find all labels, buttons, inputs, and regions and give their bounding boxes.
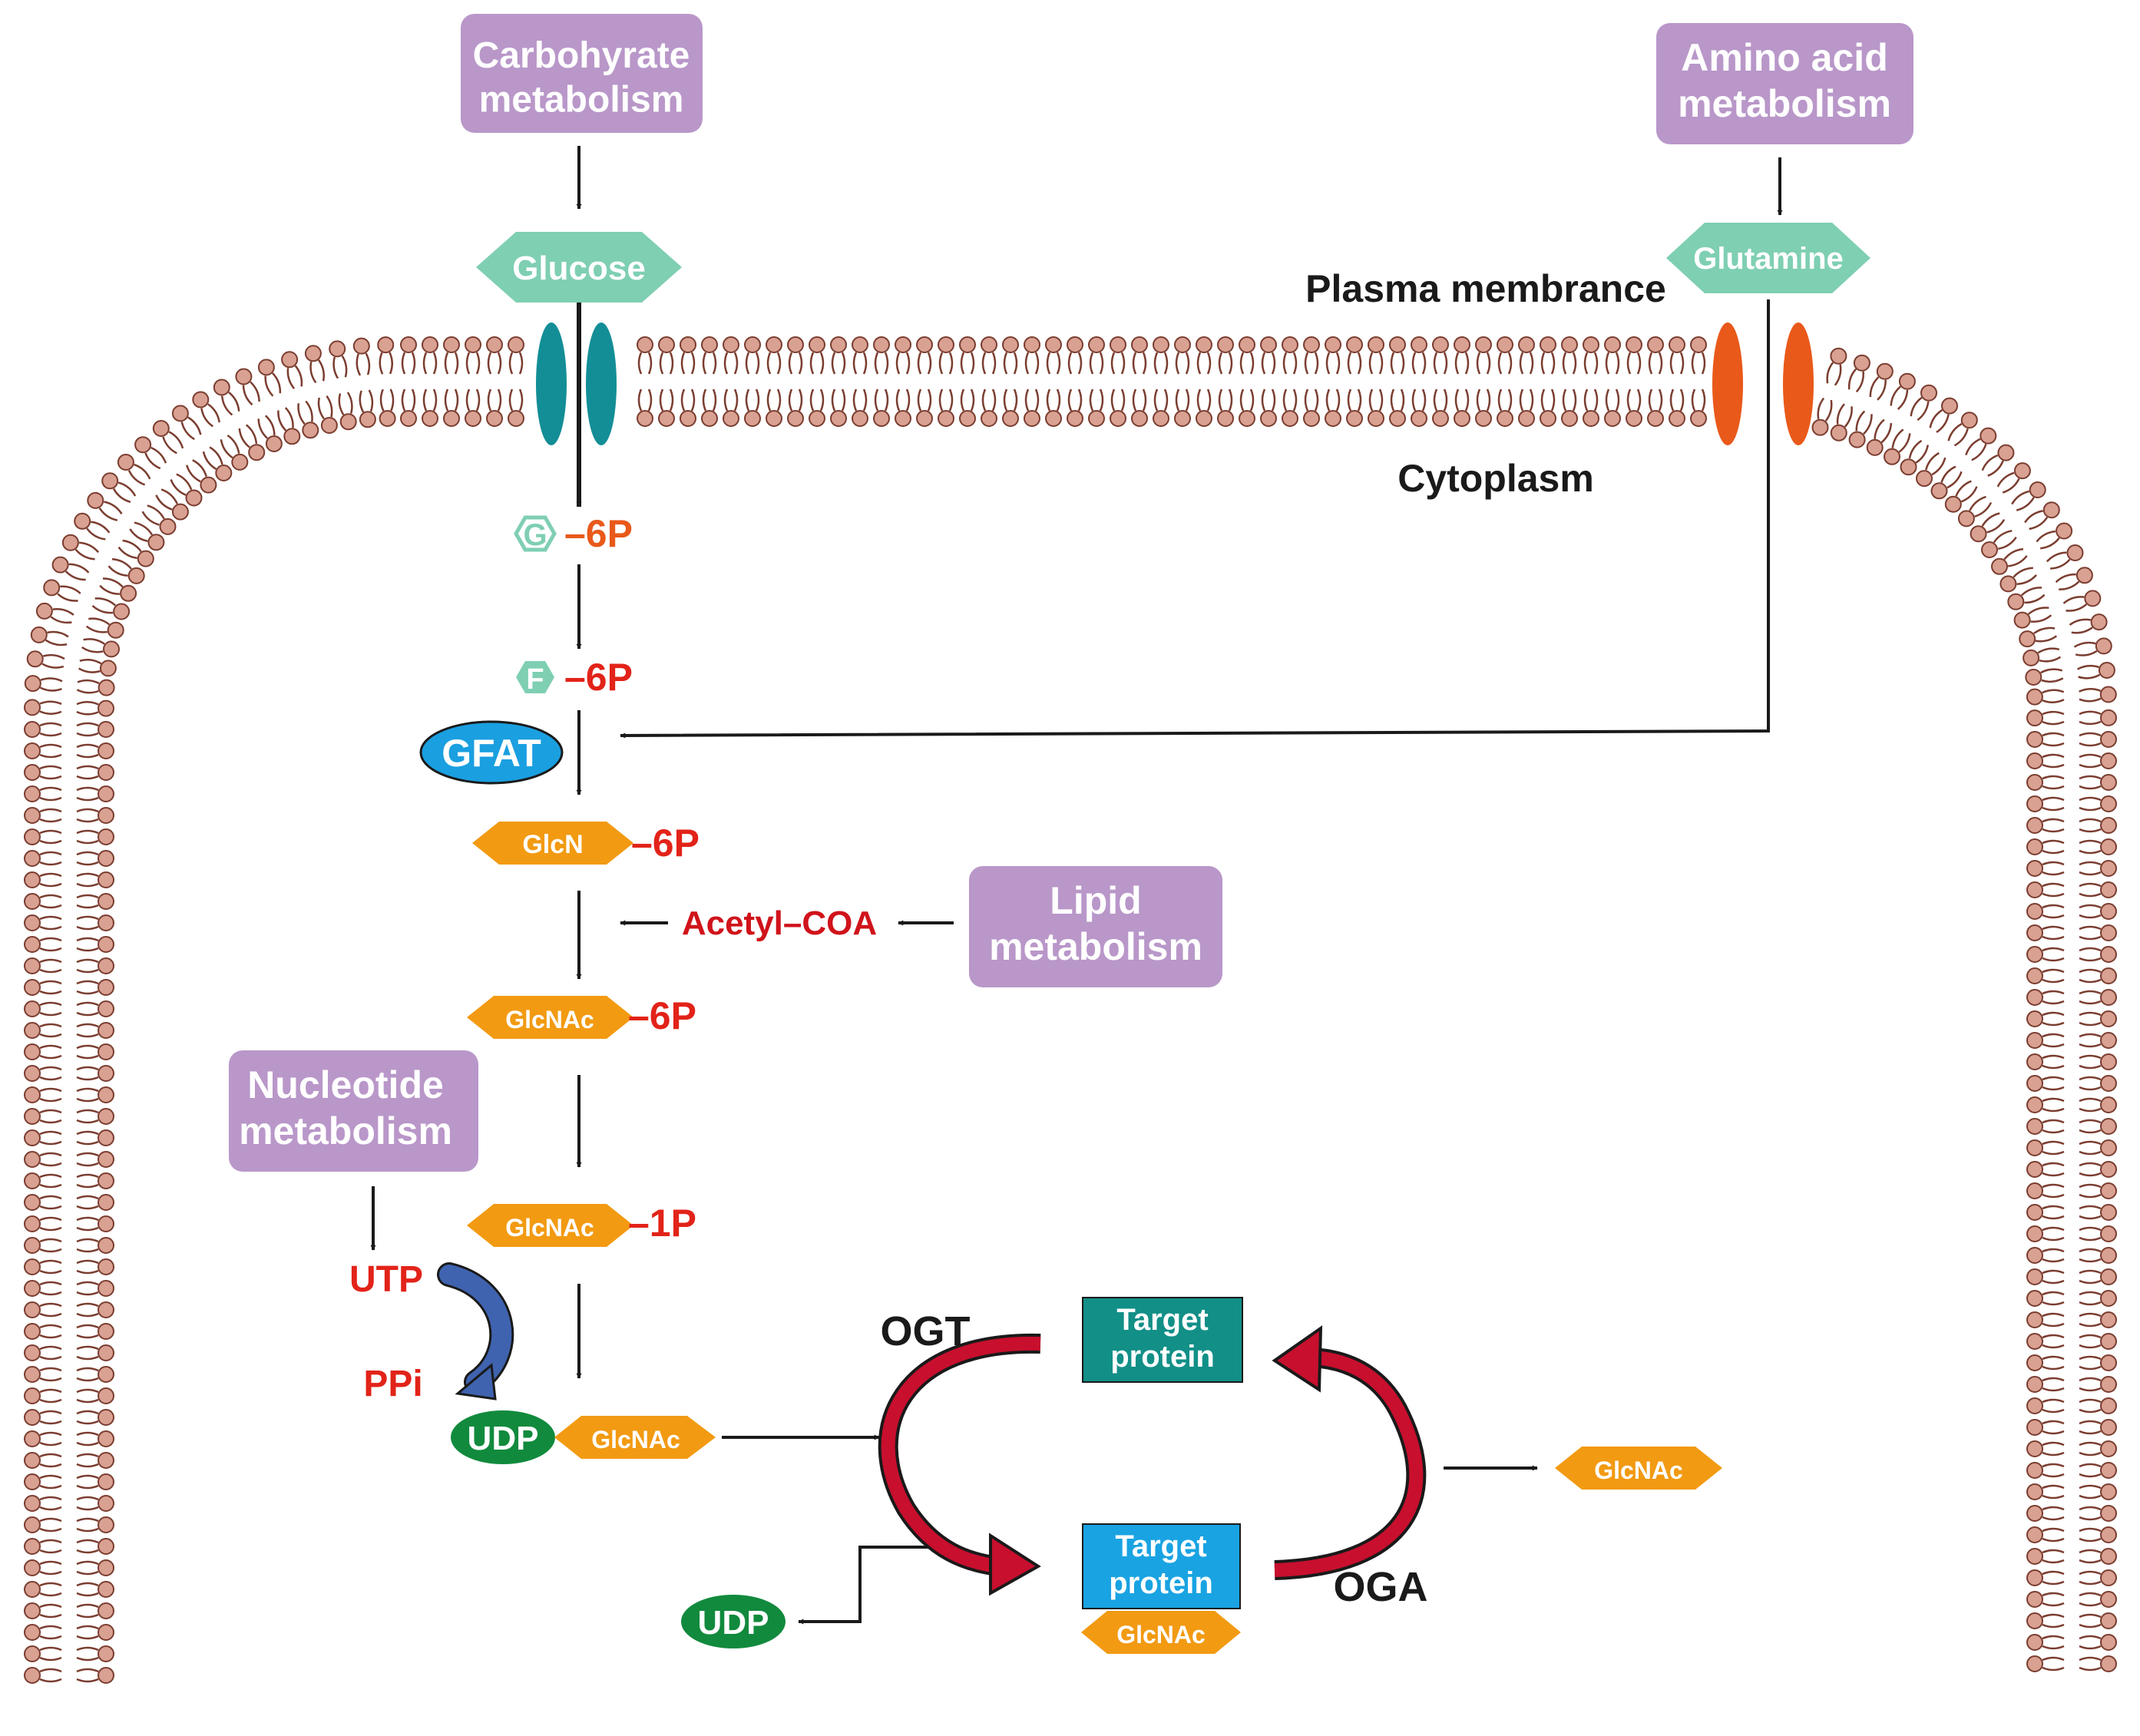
glcnac-1p-phosphate: –1P: [628, 1202, 696, 1245]
glcnac-udp-label: GlcNAc: [591, 1426, 680, 1453]
glcnac-out-label: GlcNAc: [1594, 1457, 1683, 1484]
plasma-membrane-label: Plasma membrance: [1305, 267, 1666, 310]
glcn-phosphate: –6P: [631, 822, 700, 865]
glcnac-6p-phosphate: –6P: [628, 994, 696, 1037]
glcnac-1p: GlcNAc –1P: [467, 1202, 696, 1247]
glcnac-1p-label: GlcNAc: [505, 1214, 594, 1242]
udp-label-2: UDP: [698, 1604, 769, 1642]
glucose-label: Glucose: [512, 250, 646, 287]
g-label: G: [523, 518, 547, 552]
arrow-to-udp-release: [798, 1546, 938, 1625]
utp-to-ppi-curved-arrow: [437, 1262, 514, 1400]
oga-cycle-arrow: [1272, 1325, 1427, 1580]
arrow-glutamine-to-gfat: [620, 299, 1770, 739]
ogt-cycle-arrow: [878, 1333, 1041, 1596]
udp-released: UDP: [681, 1595, 786, 1648]
pathway-arrows: [370, 146, 1783, 1625]
g6p-phosphate: –6P: [564, 512, 633, 555]
gfat-label: GFAT: [442, 732, 541, 775]
glcnac-target-label: GlcNAc: [1116, 1621, 1206, 1648]
glcnac-6p: GlcNAc –6P: [467, 994, 696, 1039]
g6p: G –6P: [514, 512, 633, 555]
glucose-molecule: Glucose: [476, 232, 682, 303]
glcnac-released: GlcNAc: [1555, 1447, 1722, 1490]
glcnac-6p-label: GlcNAc: [505, 1006, 594, 1033]
acetyl-coa-label: Acetyl–COA: [682, 904, 877, 942]
plasma-membrane-bilayer: [24, 336, 2117, 1684]
f6p-phosphate: –6P: [564, 656, 633, 699]
udp-glcnac: UDP GlcNAc: [451, 1410, 716, 1464]
glutamine-label: Glutamine: [1693, 242, 1844, 276]
udp-label-1: UDP: [468, 1420, 539, 1457]
glutamine-transporter: [1712, 322, 1814, 445]
gfat-enzyme: GFAT: [419, 720, 564, 785]
cytoplasm-label: Cytoplasm: [1397, 457, 1594, 500]
f-label: F: [526, 663, 544, 696]
glucose-transporter: [536, 322, 617, 445]
ppi-label: PPi: [363, 1364, 422, 1404]
oga-label: OGA: [1333, 1564, 1427, 1610]
glutamine-molecule: Glutamine: [1666, 223, 1870, 293]
utp-label: UTP: [349, 1259, 423, 1300]
glcn-6p: GlcN –6P: [472, 822, 700, 865]
f6p: F –6P: [516, 656, 633, 699]
glcn-label: GlcN: [522, 830, 583, 859]
